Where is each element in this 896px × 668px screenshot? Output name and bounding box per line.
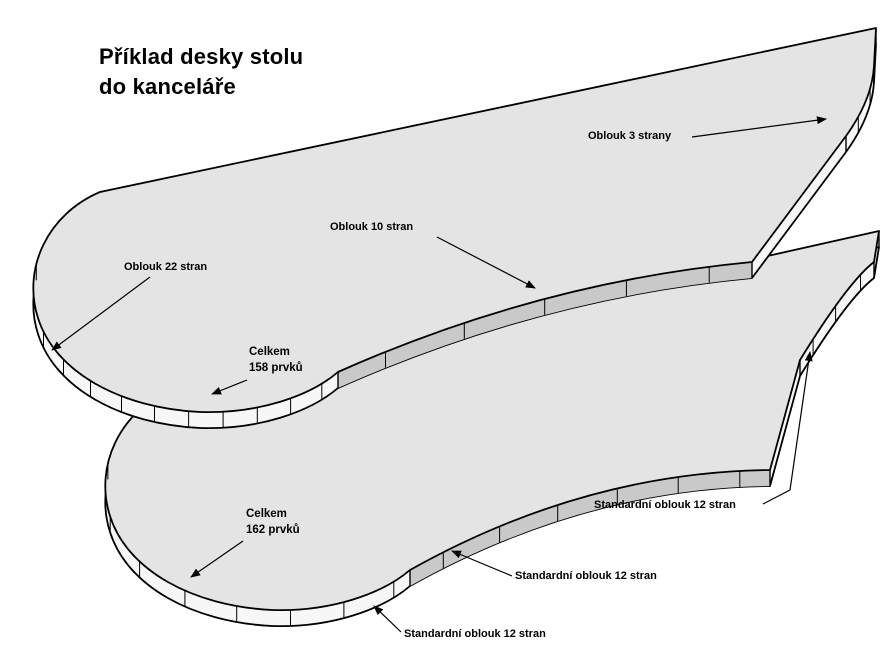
leader-arc22-sides (51, 276, 151, 351)
label-std12-right: Standardní oblouk 12 stran (594, 499, 736, 511)
leader-arc3-sides (691, 116, 827, 138)
label-total-top: Celkem 158 prvků (249, 344, 303, 376)
label-total-bottom-line2: 162 prvků (246, 524, 300, 536)
desk-top (32, 27, 877, 430)
desk-bottom (104, 230, 880, 628)
leader-lines (51, 116, 827, 633)
page-title-line2: do kanceláře (99, 74, 236, 99)
label-arc-22-sides: Oblouk 22 stran (124, 261, 208, 273)
leader-std12-bottom (373, 605, 402, 633)
desk-curved-side-shading (410, 470, 770, 586)
leader-arc10-sides (436, 236, 536, 289)
label-std12-bottom: Standardní oblouk 12 stran (404, 628, 546, 640)
label-total-bottom-line1: Celkem (246, 508, 287, 520)
label-arc-3-sides: Oblouk 3 strany (588, 130, 672, 142)
leader-std12-right (762, 351, 813, 505)
desk-top-surface (104, 230, 880, 612)
desk-curved-side-shading (338, 262, 752, 388)
label-total-top-line2: 158 prvků (249, 362, 303, 374)
label-total-bottom: Celkem 162 prvků (246, 506, 300, 538)
label-total-top-line1: Celkem (249, 346, 290, 358)
label-arc-10-sides: Oblouk 10 stran (330, 221, 414, 233)
desk-shapes (32, 27, 880, 628)
leader-std12-middle (451, 550, 513, 577)
label-std12-middle: Standardní oblouk 12 stran (515, 570, 657, 582)
leader-total-bottom (190, 540, 244, 578)
page-title-line1: Příklad desky stolu (99, 44, 304, 69)
page-title: Příklad desky stolu do kanceláře (99, 42, 303, 102)
leader-total-top (211, 379, 248, 395)
